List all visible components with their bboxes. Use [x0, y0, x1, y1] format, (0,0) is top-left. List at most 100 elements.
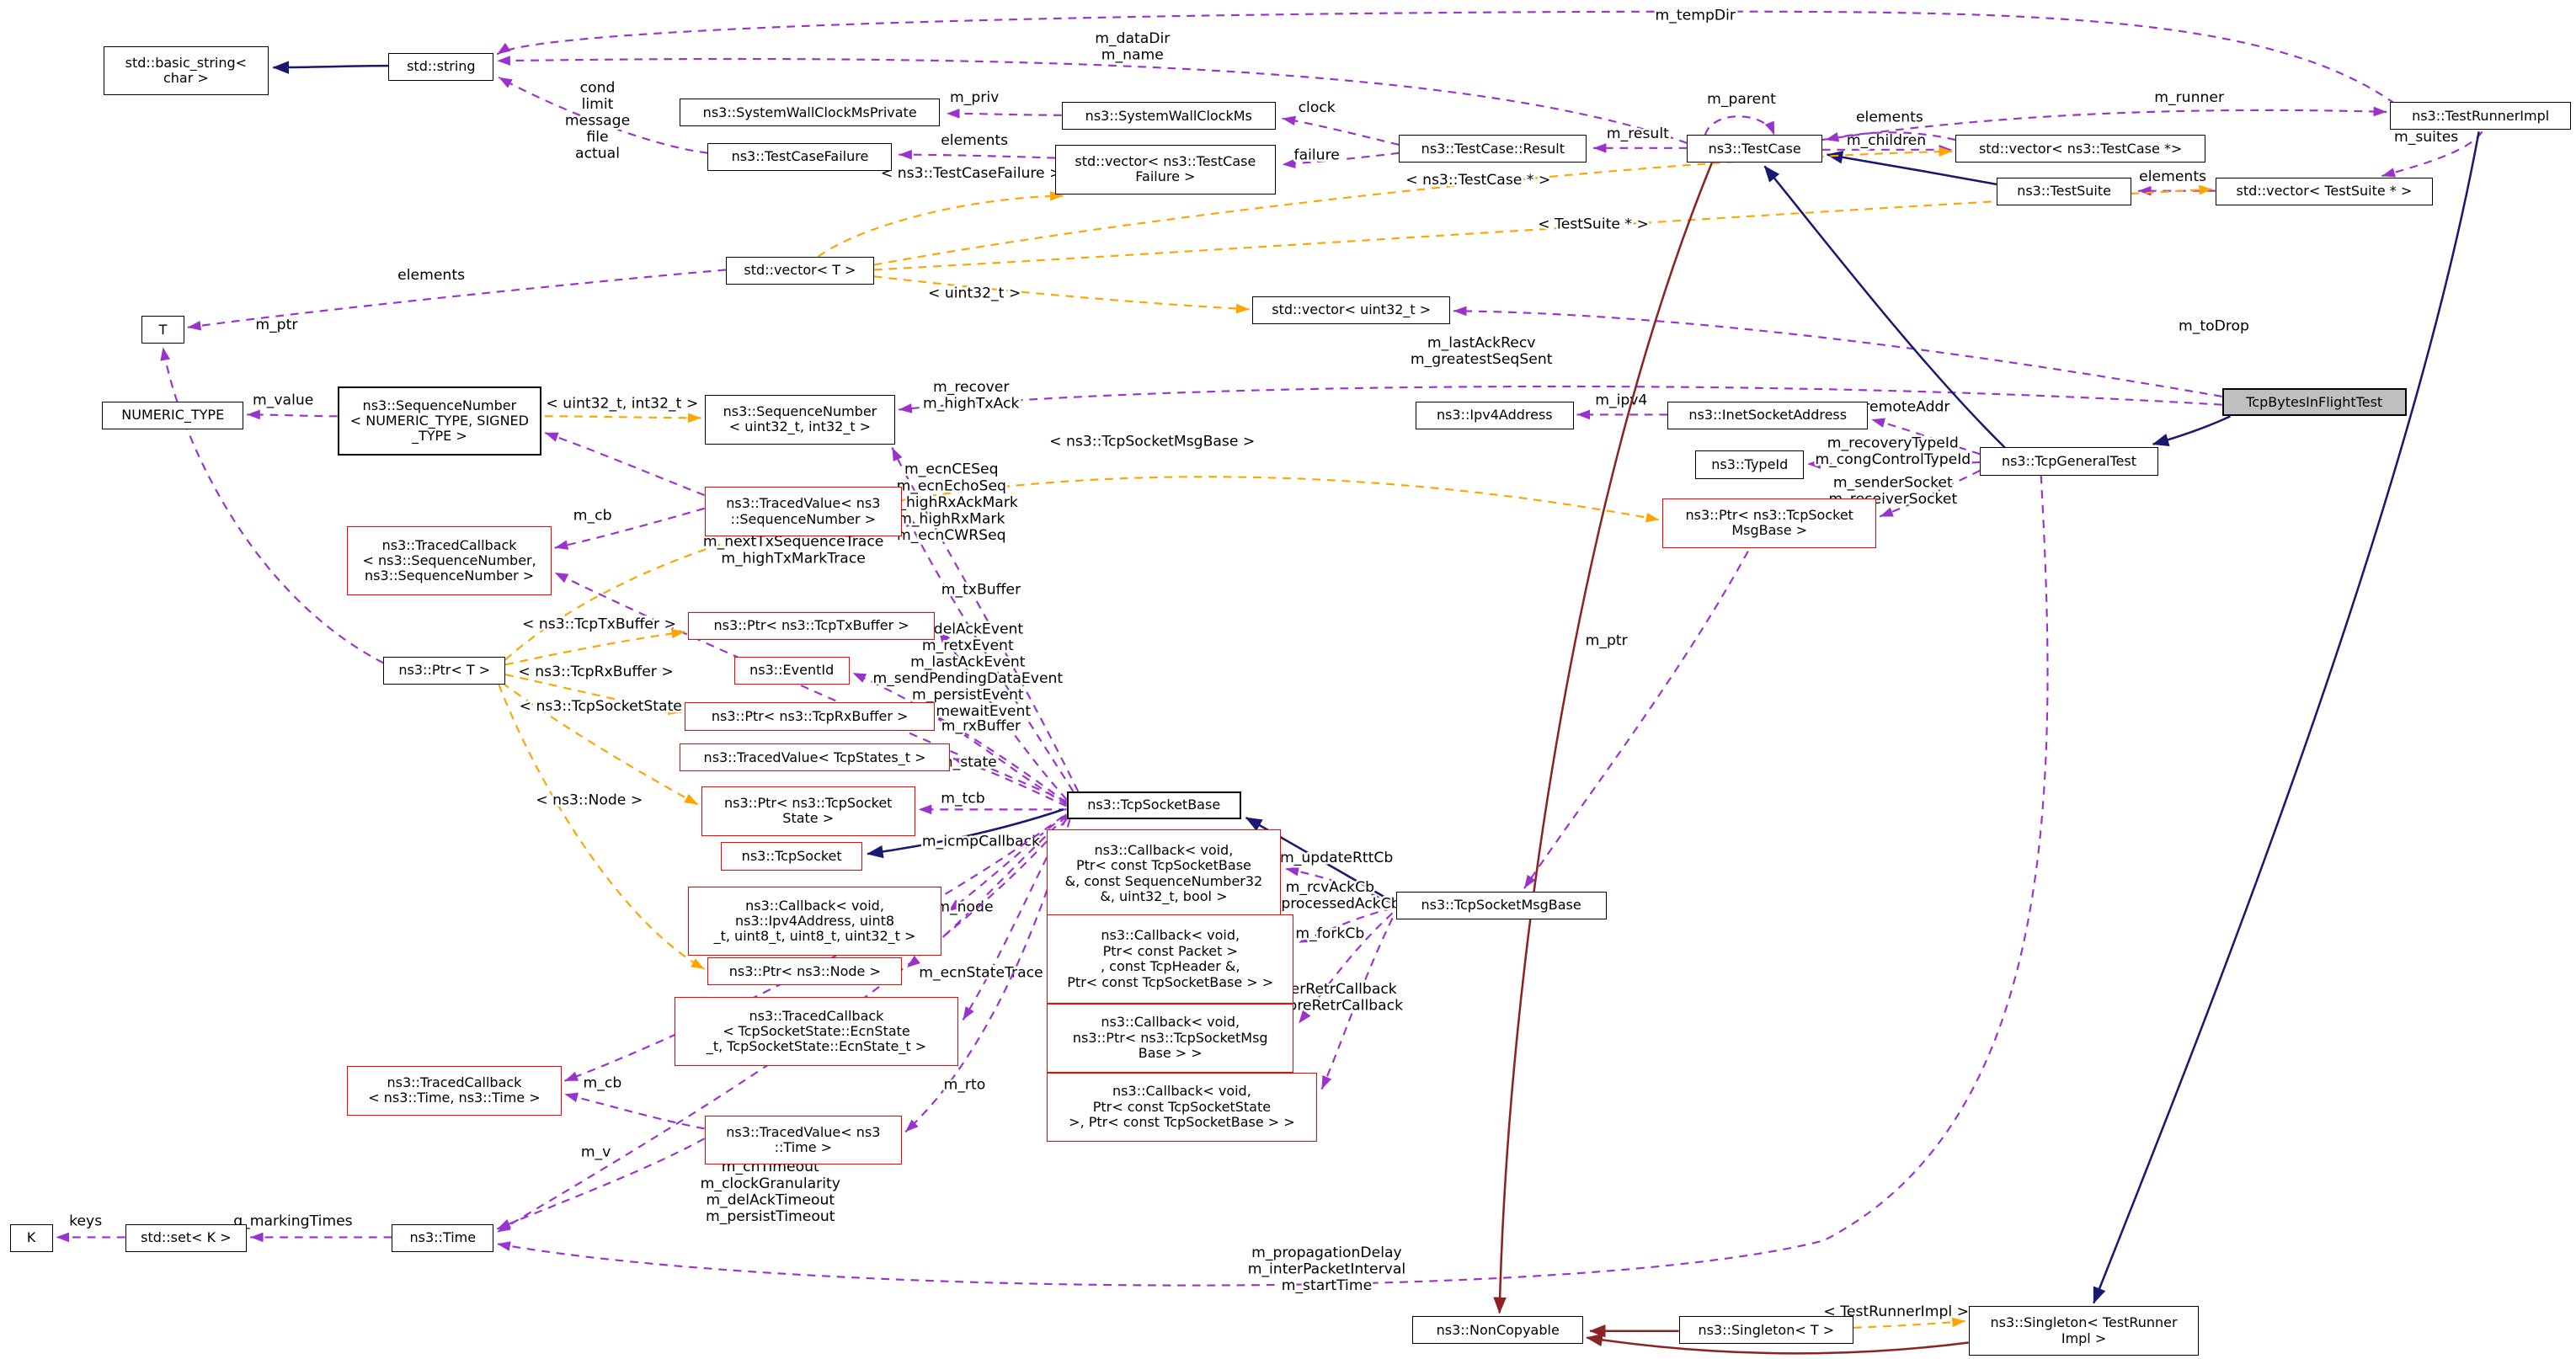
node-label: ns3::Callback< void,	[745, 897, 884, 914]
node-label: ::SequenceNumber >	[730, 510, 877, 527]
node-ptr-tcp-rx-buffer[interactable]: ns3::Ptr< ns3::TcpRxBuffer >	[685, 702, 936, 731]
node-sequence-number-generic[interactable]: ns3::SequenceNumber< NUMERIC_TYPE, SIGNE…	[337, 386, 542, 456]
node-numeric-type[interactable]: NUMERIC_TYPE	[102, 401, 244, 429]
node-system-wall-clock-ms-private[interactable]: ns3::SystemWallClockMsPrivate	[680, 99, 941, 127]
node-time[interactable]: ns3::Time	[392, 1223, 494, 1252]
node-label: ns3::SequenceNumber	[723, 402, 877, 419]
edge-m-value	[247, 409, 338, 420]
node-tcp-socket-msg-base[interactable]: ns3::TcpSocketMsgBase	[1395, 892, 1607, 920]
node-label: char >	[163, 70, 209, 86]
node-sequence-number-uint32[interactable]: ns3::SequenceNumber< uint32_t, int32_t >	[704, 394, 896, 445]
edge-label-m-todrop: m_toDrop	[2179, 318, 2249, 335]
edge-m-recover	[891, 447, 1080, 792]
edge-children-elements	[1825, 131, 1956, 142]
node-vector-test-case-ptr[interactable]: std::vector< ns3::TestCase *>	[1955, 135, 2206, 163]
edge-m-tempdir	[496, 10, 2396, 104]
node-callback-fork[interactable]: ns3::Callback< void,ns3::Ptr< ns3::TcpSo…	[1047, 1003, 1294, 1073]
node-singleton-t[interactable]: ns3::Singleton< T >	[1678, 1316, 1853, 1345]
node-label: Ptr< const Packet >	[1102, 942, 1238, 959]
edge-label-suites-elements: elements	[2139, 168, 2206, 185]
node-label: >, Ptr< const TcpSocketBase > >	[1069, 1114, 1295, 1131]
edge-label-m-runner: m_runner	[2154, 89, 2225, 106]
edge-m-delackevent	[852, 672, 1068, 804]
node-test-runner-impl[interactable]: ns3::TestRunnerImpl	[2390, 102, 2572, 131]
node-vector-uint32[interactable]: std::vector< uint32_t >	[1252, 296, 1451, 324]
node-type-id[interactable]: ns3::TypeId	[1695, 450, 1805, 479]
node-inet-socket-address[interactable]: ns3::InetSocketAddress	[1667, 401, 1869, 429]
edge-m-cb-seq	[554, 507, 705, 550]
node-event-id[interactable]: ns3::EventId	[733, 656, 850, 685]
node-label: Ptr< const TcpSocketBase > >	[1067, 973, 1274, 990]
node-set-k[interactable]: std::set< K >	[125, 1223, 248, 1252]
node-label: ns3::Singleton< TestRunner	[1990, 1314, 2178, 1331]
node-tcp-socket[interactable]: ns3::TcpSocket	[721, 842, 863, 871]
edge-label-vector-elements: elements	[397, 267, 465, 284]
edge-m-state	[952, 757, 1068, 807]
edge-m-propagationdelay	[497, 475, 2049, 1287]
node-ptr-node[interactable]: ns3::Ptr< ns3::Node >	[707, 957, 903, 986]
node-label: ns3::SequenceNumber	[362, 397, 517, 413]
node-t[interactable]: T	[141, 316, 184, 344]
edge-testcase-inherits-noncopyable	[1493, 162, 1713, 1314]
edge-label-m-ecnstatetrace: m_ecnStateTrace	[919, 965, 1043, 982]
edge-label-children-elements: elements	[1856, 109, 1923, 126]
node-system-wall-clock-ms[interactable]: ns3::SystemWallClockMs	[1061, 102, 1276, 131]
node-callback-socket-state[interactable]: ns3::Callback< void,Ptr< const TcpSocket…	[1047, 1073, 1317, 1143]
node-label: < uint32_t, int32_t >	[728, 418, 872, 435]
node-ptr-tcp-tx-buffer[interactable]: ns3::Ptr< ns3::TcpTxBuffer >	[688, 611, 936, 641]
edge-m-ptr-msgbase	[1523, 551, 1749, 889]
edge-label-ptr-rxbuffer-inst: < ns3::TcpRxBuffer >	[518, 664, 673, 680]
node-traced-value-tcp-states[interactable]: ns3::TracedValue< TcpStates_t >	[680, 743, 950, 772]
node-vector-test-suite-ptr[interactable]: std::vector< TestSuite * >	[2215, 178, 2433, 206]
node-label: < ns3::SequenceNumber,	[362, 552, 536, 569]
node-vector-t[interactable]: std::vector< T >	[725, 256, 874, 285]
node-traced-callback-time[interactable]: ns3::TracedCallback< ns3::Time, ns3::Tim…	[347, 1066, 562, 1116]
node-tcp-socket-base[interactable]: ns3::TcpSocketBase	[1066, 791, 1241, 820]
node-callback-icmp[interactable]: ns3::Callback< void,ns3::Ipv4Address, ui…	[688, 887, 942, 957]
edge-m-forkcb	[1298, 912, 1394, 1025]
edge-label-clock: clock	[1299, 99, 1336, 116]
node-ipv4-address[interactable]: ns3::Ipv4Address	[1415, 401, 1574, 429]
node-test-case[interactable]: ns3::TestCase	[1687, 135, 1822, 163]
node-label: ns3::TcpSocketMsgBase	[1421, 897, 1581, 914]
edge-label-m-tempdir: m_tempDir	[1656, 7, 1736, 24]
node-callback-update-rtt[interactable]: ns3::Callback< void,Ptr< const TcpSocket…	[1047, 829, 1281, 919]
node-traced-callback-sequence-number[interactable]: ns3::TracedCallback< ns3::SequenceNumber…	[347, 526, 552, 596]
node-tcp-bytes-in-flight-test[interactable]: TcpBytesInFlightTest	[2221, 388, 2407, 417]
node-label: MsgBase >	[1731, 522, 1808, 539]
edge-label-m-rto: m_rto	[944, 1077, 986, 1094]
node-label: ns3::Callback< void,	[1101, 1014, 1240, 1031]
node-non-copyable[interactable]: ns3::NonCopyable	[1412, 1316, 1584, 1345]
edge-label-g-markingtimes: g_markingTimes	[233, 1213, 352, 1230]
node-ptr-t[interactable]: ns3::Ptr< T >	[383, 656, 506, 685]
node-test-case-result[interactable]: ns3::TestCase::Result	[1399, 135, 1587, 163]
edge-ptr-node-inst	[498, 684, 706, 970]
edge-label-m-forkcb: m_forkCb	[1295, 925, 1364, 942]
node-traced-value-time[interactable]: ns3::TracedValue< ns3::Time >	[704, 1115, 903, 1165]
edge-m-afterretrcallback	[1320, 917, 1394, 1090]
node-traced-callback-ecn-state[interactable]: ns3::TracedCallback< TcpSocketState::Ecn…	[675, 997, 958, 1067]
node-label: Impl >	[2061, 1330, 2107, 1346]
edge-label-m-icmpcallback: m_icmpCallback	[922, 833, 1040, 850]
edge-seqnum-inst	[544, 413, 701, 424]
edge-m-suites	[2381, 131, 2483, 178]
node-traced-value-sequence-number[interactable]: ns3::TracedValue< ns3::SequenceNumber >	[704, 487, 903, 536]
node-test-suite[interactable]: ns3::TestSuite	[1996, 178, 2132, 206]
node-std-string[interactable]: std::string	[388, 52, 494, 81]
node-label: ns3::NonCopyable	[1436, 1321, 1560, 1338]
node-callback-packet[interactable]: ns3::Callback< void,Ptr< const Packet >,…	[1047, 914, 1294, 1004]
node-basic-string[interactable]: std::basic_string<char >	[104, 45, 269, 96]
node-tcp-general-test[interactable]: ns3::TcpGeneralTest	[1980, 447, 2158, 476]
node-test-case-failure[interactable]: ns3::TestCaseFailure	[707, 142, 893, 172]
edge-tcpgeneraltest-inherits-testcase	[1763, 165, 2006, 449]
node-k[interactable]: K	[9, 1223, 53, 1252]
